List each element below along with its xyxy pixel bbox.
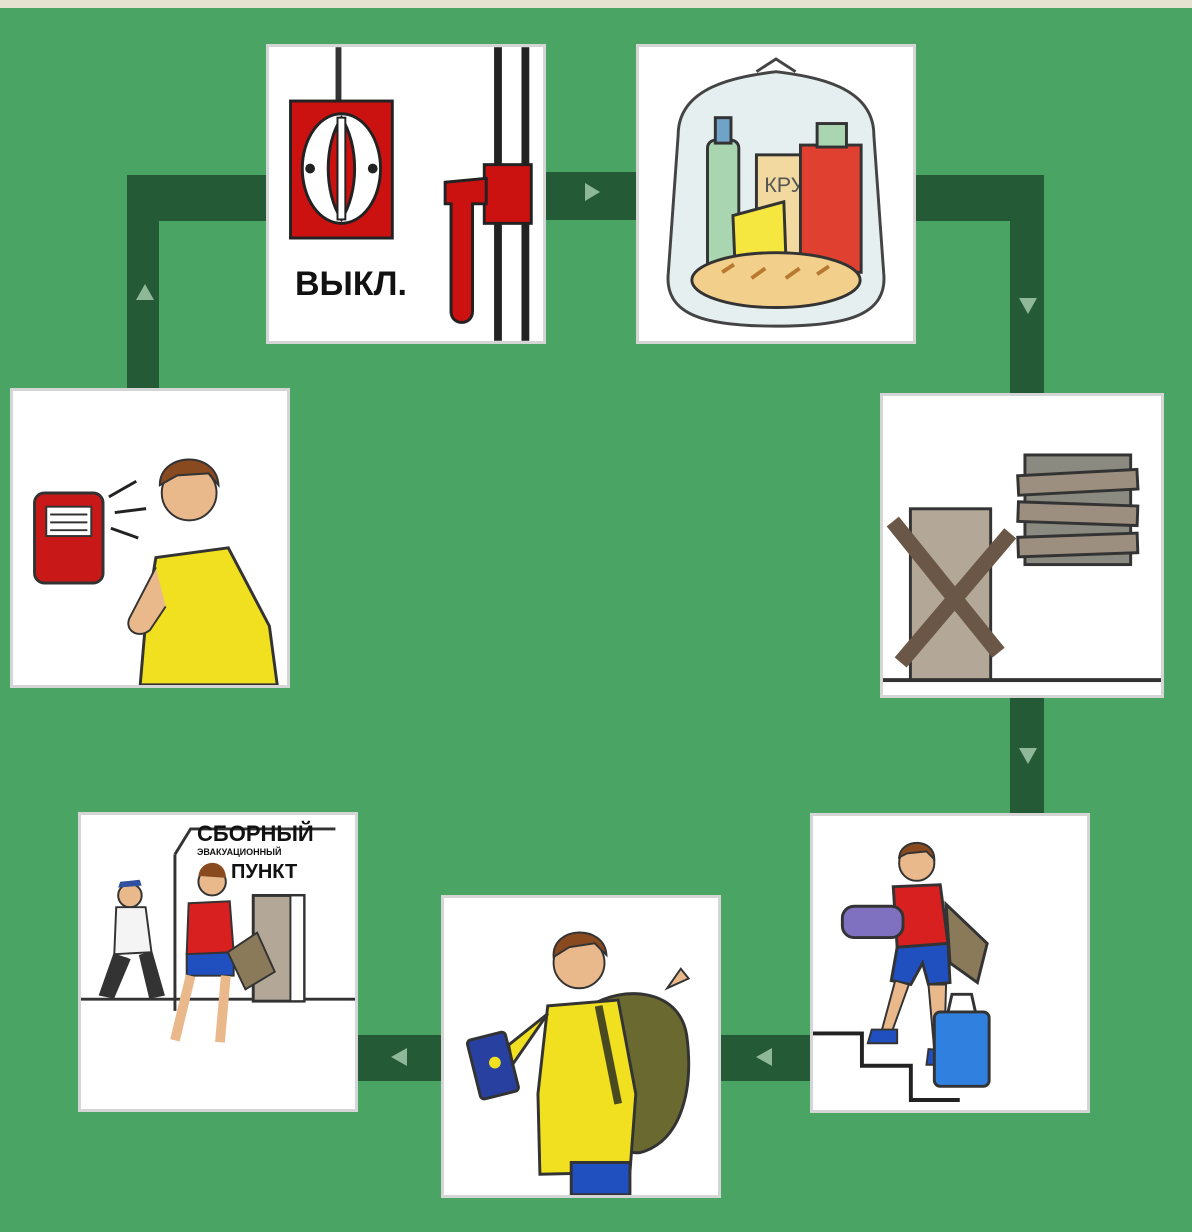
step-listen-to-radio-announcement [10, 388, 290, 688]
svg-text:КРУ: КРУ [764, 173, 804, 197]
connector-right-vertical [1010, 175, 1044, 397]
step-carry-luggage-downstairs [810, 813, 1090, 1113]
step-pack-food-supplies: КРУ [636, 44, 916, 344]
assembly-sign-line1: СБОРНЫЙ [197, 821, 314, 847]
switch-label: ВЫКЛ. [295, 265, 407, 304]
step-go-to-assembly-point: СБОРНЫЙ ЭВАКУАЦИОННЫЙ ПУНКТ [78, 812, 358, 1112]
person-with-luggage-icon [813, 816, 1087, 1110]
assembly-point-scene-icon [81, 815, 355, 1109]
step-switch-off-power: ВЫКЛ. [266, 44, 546, 344]
assembly-sign-line2: ЭВАКУАЦИОННЫЙ [197, 847, 281, 857]
step-board-up-door-and-windows [880, 393, 1164, 698]
boarded-door-icon [883, 396, 1161, 695]
connector-left-vertical [127, 175, 159, 390]
step-take-documents-and-backpack [441, 895, 721, 1198]
assembly-sign-line3: ПУНКТ [231, 861, 297, 884]
person-listening-to-radio-icon [13, 391, 287, 685]
person-with-backpack-icon [444, 898, 718, 1195]
food-bag-icon: КРУ [639, 47, 913, 341]
